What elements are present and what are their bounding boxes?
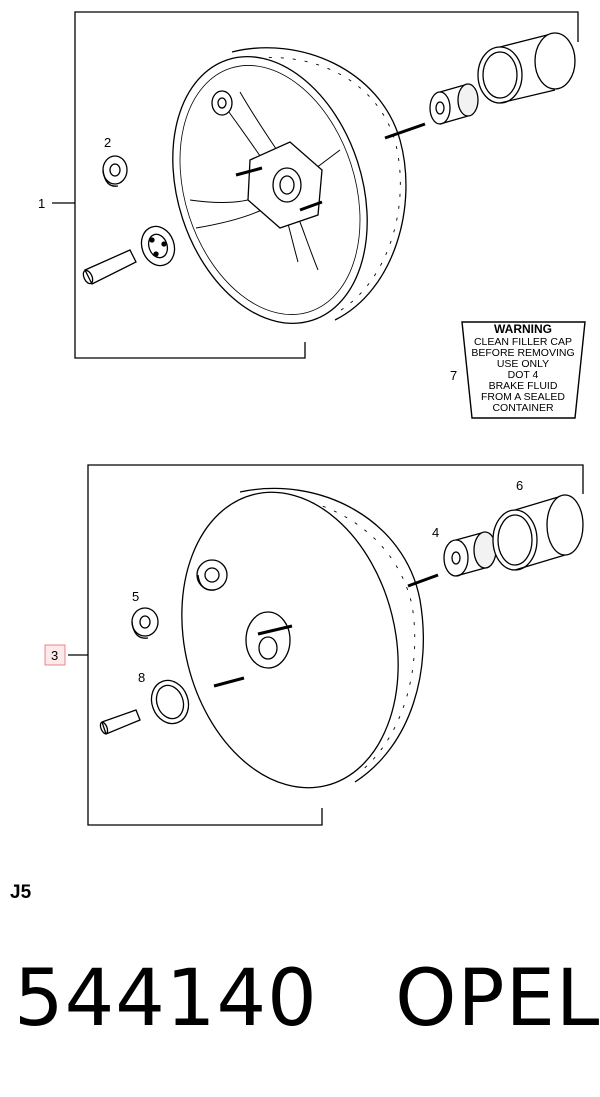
warning-line-7: CONTAINER: [492, 402, 553, 414]
callout-3: 3: [51, 648, 58, 663]
warning-line-4: DOT 4: [508, 369, 539, 381]
callout-2: 2: [104, 135, 111, 150]
lower-bracket-frame: [87, 464, 584, 826]
callout-3-highlight[interactable]: [44, 644, 66, 666]
callout-5: 5: [132, 589, 139, 604]
lower-bushing: [443, 531, 497, 577]
lower-grommet: [131, 607, 159, 639]
callout-8: 8: [138, 670, 145, 685]
warning-label: WARNING CLEAN FILLER CAP BEFORE REMOVING…: [461, 321, 586, 419]
warning-line-3: USE ONLY: [497, 358, 549, 370]
upper-grommet: [102, 155, 128, 187]
callout-4: 4: [432, 525, 439, 540]
part-number: 544140: [14, 954, 318, 1044]
lower-pin: [99, 709, 141, 735]
upper-booster: [172, 47, 426, 325]
warning-title: WARNING: [494, 322, 552, 336]
upper-assembly: [52, 11, 579, 359]
upper-pin: [82, 249, 137, 285]
section-code: J5: [10, 882, 32, 903]
warning-line-6: FROM A SEALED: [481, 391, 565, 403]
callout-6: 6: [516, 478, 523, 493]
exploded-parts-diagram: 1 2 WARNING CLEAN FILLER CAP BEFORE REMO…: [38, 11, 586, 826]
upper-bushing: [429, 83, 479, 125]
upper-bracket-frame: [74, 11, 579, 359]
brand-name: OPEL: [395, 954, 600, 1044]
lower-assembly: [68, 464, 584, 826]
part-footer: 544140 OPEL: [14, 960, 600, 1038]
warning-line-2: BEFORE REMOVING: [471, 347, 574, 359]
callout-1: 1: [38, 196, 45, 211]
warning-line-1: CLEAN FILLER CAP: [474, 336, 572, 348]
callout-7: 7: [450, 368, 457, 383]
upper-filler-cap: [477, 32, 576, 104]
warning-line-5: BRAKE FLUID: [489, 380, 558, 392]
lower-o-ring: [150, 679, 190, 725]
lower-filler-cap: [492, 494, 584, 571]
lower-booster: [181, 487, 439, 789]
upper-bearing: [140, 225, 176, 267]
